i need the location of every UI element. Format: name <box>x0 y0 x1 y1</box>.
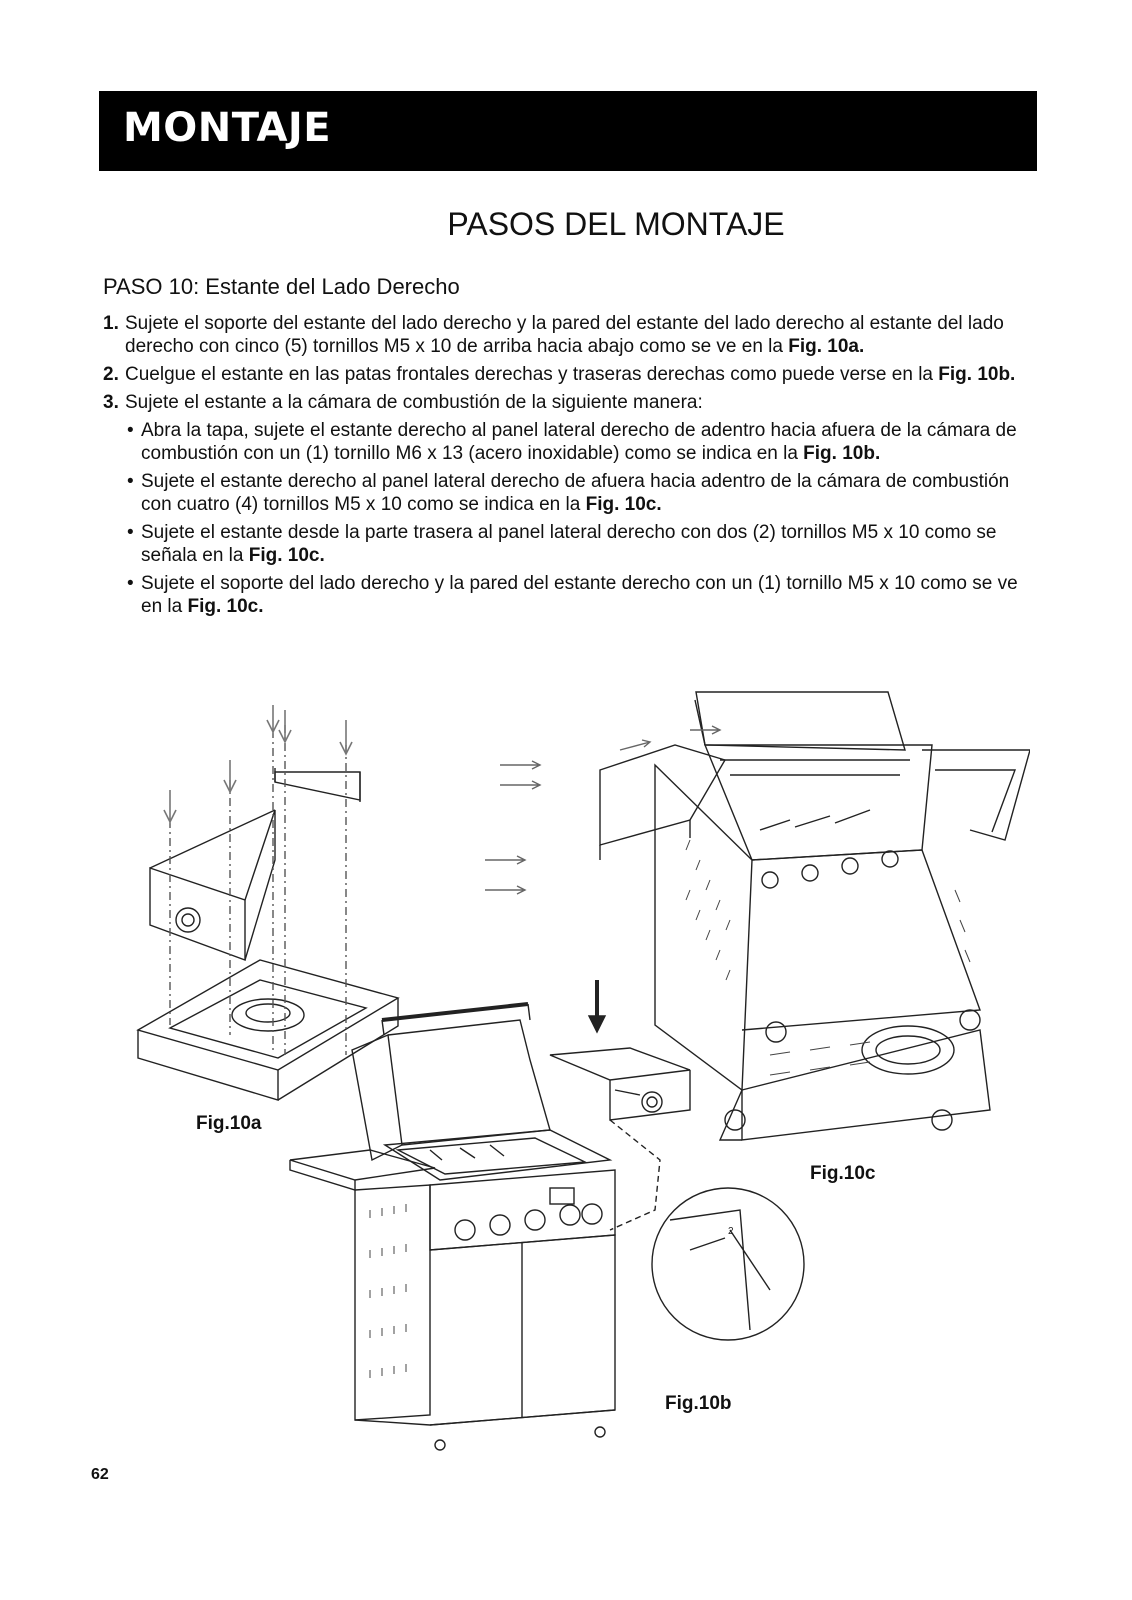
bullet-icon: • <box>127 573 134 594</box>
bullet-text: Abra la tapa, sujete el estante derecho … <box>141 420 1017 464</box>
bullet-item: • Sujete el estante desde la parte trase… <box>103 521 1033 567</box>
fig10a-drawing <box>136 705 400 1101</box>
instruction-number: 1. <box>103 313 119 334</box>
figure-reference: Fig. 10b. <box>938 364 1016 385</box>
instructions: 1. Sujete el soporte del estante del lad… <box>103 312 1033 623</box>
bullet-icon: • <box>127 471 134 492</box>
bullet-text: Sujete el estante desde la parte trasera… <box>141 522 997 566</box>
bullet-item: • Abra la tapa, sujete el estante derech… <box>103 419 1033 465</box>
figure-reference: Fig. 10b. <box>803 443 881 464</box>
instruction-number: 3. <box>103 392 119 413</box>
page-title: PASOS DEL MONTAJE <box>447 206 785 242</box>
instruction-number: 2. <box>103 364 119 385</box>
figure-reference: Fig. 10c. <box>248 545 325 566</box>
bullet-icon: • <box>127 522 134 543</box>
fig10b-drawing <box>289 980 805 1451</box>
figure-reference: Fig. 10c. <box>187 596 264 617</box>
instruction-text: Sujete el estante a la cámara de combust… <box>125 392 703 413</box>
instruction-item: 3. Sujete el estante a la cámara de comb… <box>103 391 1033 414</box>
fig10b-label: Fig.10b <box>665 1393 732 1414</box>
instruction-text: Sujete el soporte del estante del lado d… <box>125 313 1004 357</box>
fig10c-drawing <box>485 691 1030 1141</box>
page-number: 62 <box>91 1466 109 1483</box>
step-title: PASO 10: Estante del Lado Derecho <box>103 274 460 299</box>
bullet-item: • Sujete el soporte del lado derecho y l… <box>103 572 1033 618</box>
callout-number: 2 <box>728 1226 734 1237</box>
fig10a-label: Fig.10a <box>196 1113 262 1134</box>
fig10c-label: Fig.10c <box>810 1163 876 1184</box>
instruction-item: 2. Cuelgue el estante en las patas front… <box>103 363 1033 386</box>
instruction-item: 1. Sujete el soporte del estante del lad… <box>103 312 1033 358</box>
section-title: MONTAJE <box>123 105 332 151</box>
figure-reference: Fig. 10c. <box>585 494 662 515</box>
bullet-item: • Sujete el estante derecho al panel lat… <box>103 470 1033 516</box>
bullet-text: Sujete el soporte del lado derecho y la … <box>141 573 1018 617</box>
header-bar: MONTAJE <box>99 91 1037 171</box>
bullet-text: Sujete el estante derecho al panel later… <box>141 471 1010 515</box>
assembly-illustration: 2 <box>136 691 1030 1451</box>
instruction-text: Cuelgue el estante en las patas frontale… <box>125 364 939 385</box>
figure-reference: Fig. 10a. <box>788 336 865 357</box>
bullet-icon: • <box>127 420 134 441</box>
